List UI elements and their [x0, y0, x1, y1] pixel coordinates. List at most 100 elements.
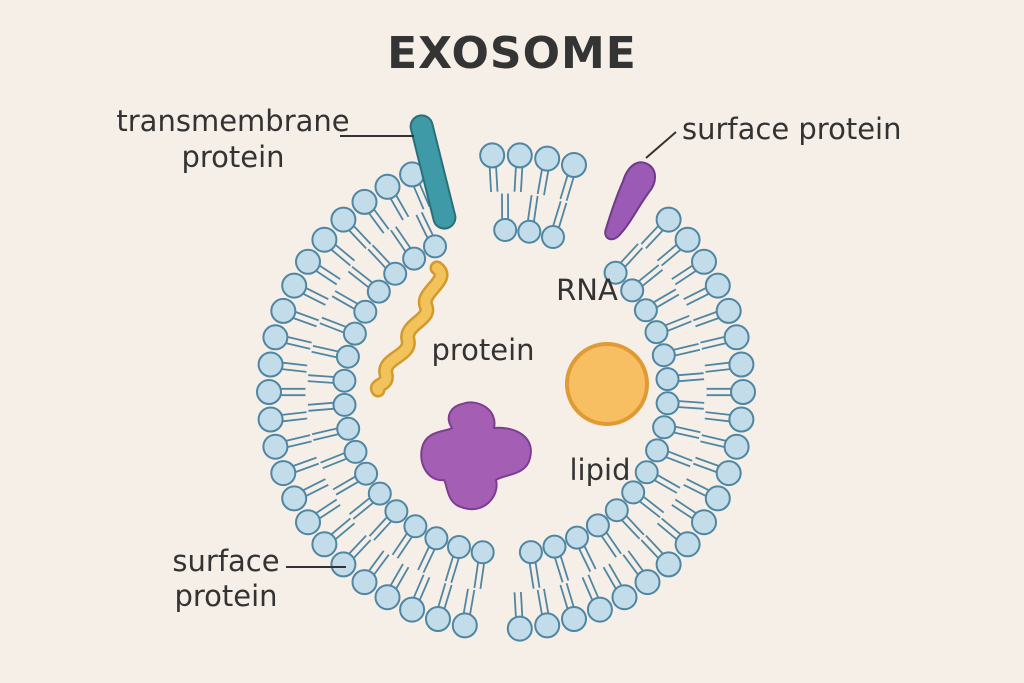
lipid-tail [415, 214, 429, 240]
lipid-tail [347, 270, 370, 289]
lipid-tail [368, 212, 385, 234]
outer-lipid-head [674, 531, 701, 558]
lipid-tail [319, 504, 341, 520]
inner-lipid-head [384, 499, 409, 524]
outer-lipid-head [715, 297, 742, 324]
outer-lipid-head [256, 379, 282, 405]
outer-lipid-head [374, 584, 401, 611]
lipid-tail [348, 534, 367, 555]
lipid-tail [469, 589, 476, 615]
outer-lipid-head [691, 248, 717, 275]
lipid-tail [640, 225, 659, 245]
outer-lipid-head [351, 569, 378, 596]
lipid-tail [389, 563, 404, 586]
lipid-tail [308, 407, 335, 412]
lipid-tail [353, 225, 372, 245]
inner-lipid-head [470, 540, 495, 565]
transmembrane-protein-label-line2: protein [181, 140, 284, 174]
inner-lipid-head [383, 261, 408, 286]
lipid-tail [620, 518, 641, 540]
lipid-tail [479, 562, 486, 590]
lipid-tail [303, 293, 326, 306]
lipid-tail [368, 550, 385, 572]
lipid-tail [673, 431, 700, 439]
lipid-tail [677, 372, 704, 377]
lipid-tail [645, 229, 664, 250]
lipid-tails [281, 167, 731, 617]
inner-lipid-head [367, 481, 392, 506]
inner-lipid-head [493, 218, 518, 242]
lipid-tail [686, 293, 709, 306]
inner-lipid-head [343, 439, 368, 464]
inner-lipid-head [620, 278, 645, 303]
lipid-tail [543, 170, 550, 196]
lipid-tail [373, 554, 390, 575]
lipid-tail [602, 566, 617, 589]
lipid-tail [581, 577, 594, 601]
lipid-tail [413, 186, 425, 210]
inner-lipid-head [655, 367, 680, 392]
lipid-tail [559, 584, 569, 609]
lipid-tail [450, 557, 460, 584]
inner-lipid-head [542, 534, 567, 559]
inner-lipid-head [423, 234, 447, 259]
lipid-tail [444, 555, 455, 582]
lipid-droplet [565, 342, 649, 426]
lipid-tail [652, 288, 677, 304]
diagram-title: EXOSOME [387, 28, 637, 79]
inner-lipid-head [603, 260, 628, 285]
lipid-tail [305, 483, 329, 497]
lipid-tail [623, 247, 644, 269]
lipid-tail [417, 545, 431, 571]
lipid-tail [565, 177, 575, 202]
lipid-tail [418, 577, 431, 601]
inner-lipid-head [651, 343, 676, 368]
lipid-tail [645, 534, 664, 555]
lipid-tail [674, 498, 697, 514]
outer-lipid-head [330, 206, 357, 233]
lipid-tail [642, 495, 665, 514]
lipid-tail [322, 457, 348, 470]
lipid-tail [307, 380, 335, 384]
lipid-tail [334, 290, 359, 305]
outer-lipid-head [399, 596, 426, 623]
lipid-tail [673, 348, 701, 357]
lipid-tail [295, 311, 320, 322]
outer-lipid-head [270, 460, 297, 487]
lipid-tail [335, 522, 356, 540]
lipid-tail [695, 456, 719, 467]
lipid-tail [683, 287, 707, 301]
lipid-tail [656, 244, 677, 262]
inner-lipid-head [621, 480, 646, 505]
outer-lipid-head [506, 615, 533, 642]
outer-lipid-head [374, 173, 401, 200]
inner-lipid-head [652, 415, 677, 440]
lipid-tail [677, 400, 705, 404]
outer-lipid-head [634, 569, 661, 596]
protein-label: protein [431, 333, 534, 367]
outer-lipid-head [330, 551, 357, 578]
lipid-tail [443, 584, 453, 609]
lipid-tail [565, 582, 575, 607]
rna-strand-highlight [372, 263, 446, 395]
lipid-tail [293, 456, 317, 467]
lipid-tail [473, 561, 480, 589]
lipid-tail [335, 244, 356, 262]
surface-protein-bottom-label-line2: protein [174, 579, 277, 613]
lipid-tail [700, 440, 725, 448]
lipid-tail [667, 450, 693, 462]
lipid-tail [282, 417, 308, 423]
outer-lipid-head [262, 433, 289, 460]
outer-lipid-head [281, 272, 308, 299]
outer-lipid-head [262, 324, 289, 351]
lipid-tail [371, 244, 392, 266]
rna-label: RNA [556, 273, 618, 307]
outer-lipid-head [586, 596, 613, 623]
lipid-tail [295, 462, 320, 473]
lipid-tail [664, 455, 691, 468]
lipid-tail [293, 317, 317, 328]
outer-lipid-head [730, 379, 756, 405]
lipid-tail [700, 336, 725, 344]
lipid-tail [321, 316, 348, 329]
